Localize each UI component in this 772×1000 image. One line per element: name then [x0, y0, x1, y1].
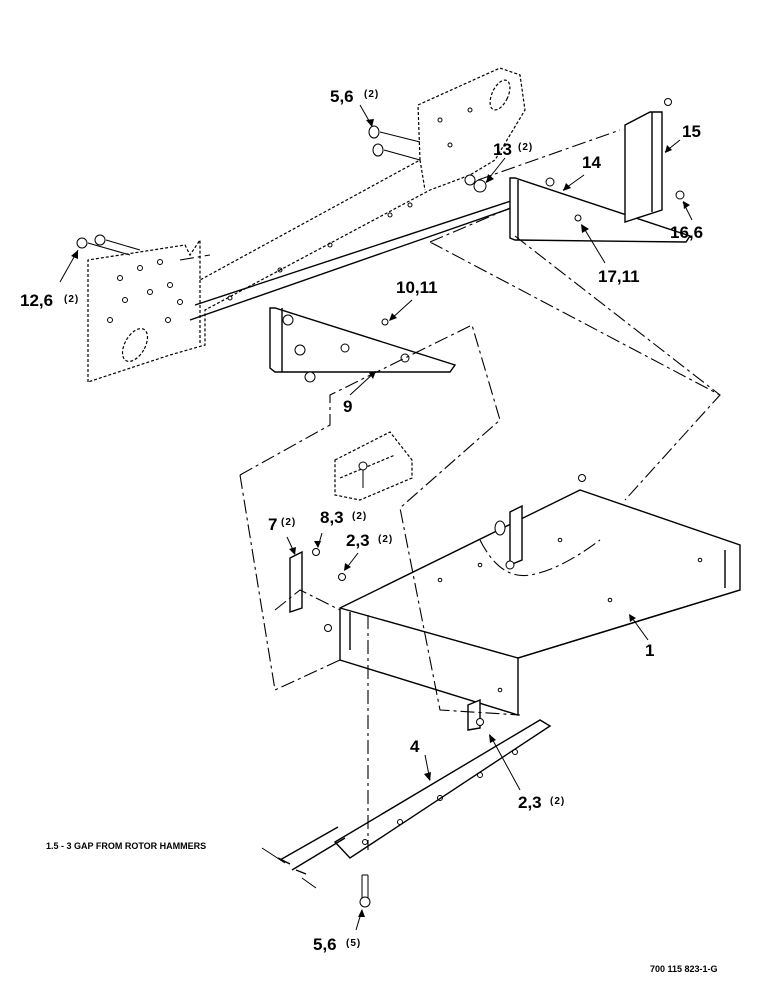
gap-note: 1.5 - 3 GAP FROM ROTOR HAMMERS: [46, 841, 206, 851]
bracket-9: [269, 307, 457, 383]
callout-13-qty: (2): [518, 142, 533, 153]
callout-7-qty: (2): [281, 517, 296, 528]
callout-16-6: 16,6: [670, 223, 703, 242]
callout-10-11: 10,11: [396, 278, 438, 297]
callout-4: 4: [410, 737, 420, 756]
callout-7: 7: [268, 515, 277, 534]
callout-2-3-upper-qty: (2): [378, 534, 393, 545]
callout-13: 13: [493, 140, 512, 159]
callout-2-3-lower: 2,3: [518, 793, 542, 812]
bracket-14: [509, 177, 692, 243]
callout-2-3-lower-qty: (2): [550, 796, 565, 807]
callout-12-6: 12,6: [20, 291, 53, 310]
callout-8-3: 8,3: [320, 508, 344, 527]
mount-bracket-hidden: [334, 431, 413, 501]
callout-12-6-qty: (2): [64, 294, 79, 305]
leader-lines: [59, 104, 693, 931]
callout-2-3-upper: 2,3: [346, 531, 370, 550]
callout-5-6-bottom-qty: (5): [346, 938, 361, 949]
callout-5-6-top-qty: (2): [364, 89, 379, 100]
callout-5-6-top: 5,6: [330, 87, 354, 106]
strip-15: [624, 98, 685, 223]
phantom-lines: [179, 129, 721, 850]
callout-labels: 5,6 (2) 13 (2) 14 15 16,6 17,11 12,6 (2)…: [20, 87, 718, 974]
plates-7-and-2: [289, 474, 586, 731]
frame-assembly: [87, 67, 526, 383]
strip-4: [333, 719, 552, 859]
callout-17-11: 17,11: [598, 267, 640, 286]
callout-8-3-qty: (2): [352, 511, 367, 522]
bolt-bottom: [359, 874, 371, 908]
callout-5-6-bottom: 5,6: [313, 935, 337, 954]
pan-1: [339, 489, 741, 716]
callout-9: 9: [343, 397, 352, 416]
figure-id: 700 115 823-1-G: [650, 964, 718, 974]
gap-indicator: [261, 826, 346, 889]
hardware-top: [76, 125, 487, 256]
callout-15: 15: [682, 122, 701, 141]
callout-1: 1: [645, 641, 654, 660]
callout-14: 14: [582, 153, 601, 172]
